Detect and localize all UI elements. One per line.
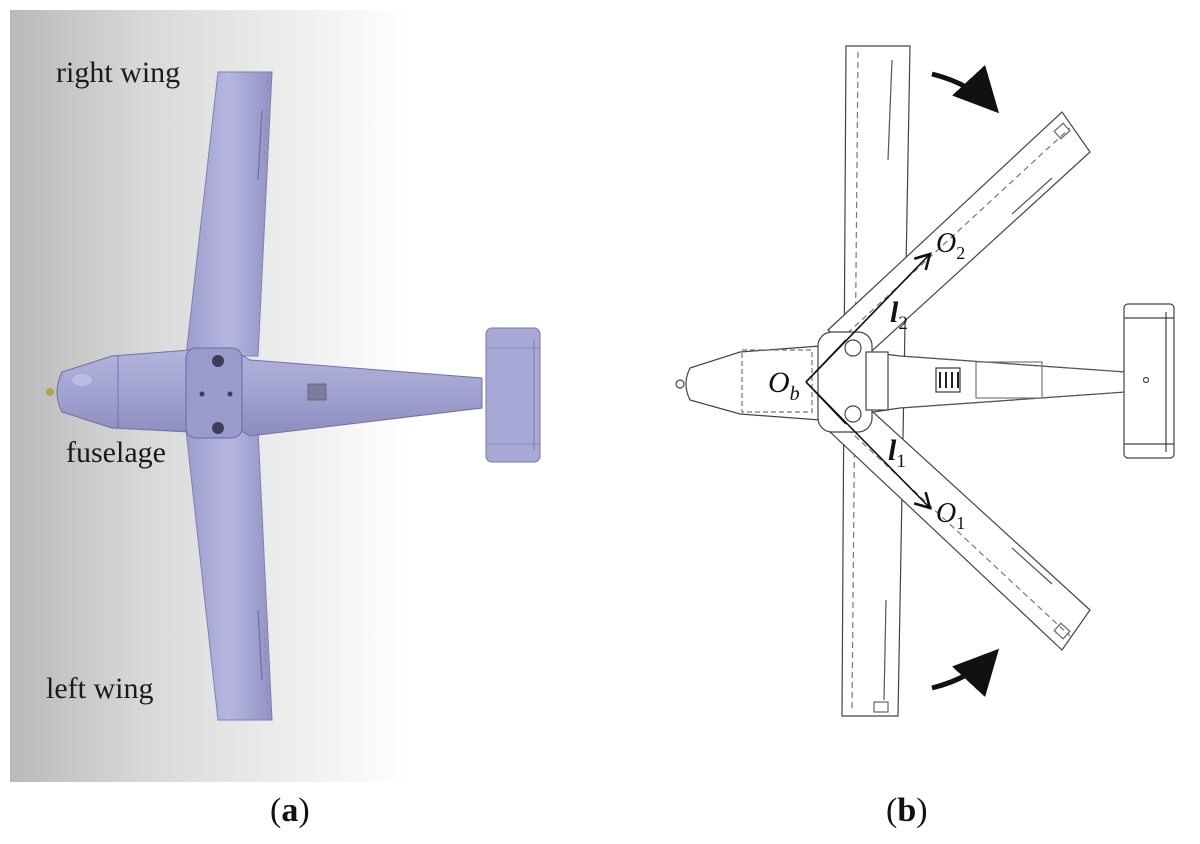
fuselage-label: fuselage bbox=[66, 436, 166, 469]
caption-letter: a bbox=[281, 792, 299, 829]
caption-paren-close: ) bbox=[298, 792, 310, 829]
tail-shape bbox=[485, 327, 541, 463]
panel-a: right wing fuselage left wing bbox=[10, 10, 541, 782]
caption-letter: b bbox=[897, 792, 917, 829]
panel-b: Ob O2 O1 l2 l1 bbox=[675, 45, 1175, 717]
panel-b-caption: (b) bbox=[886, 792, 928, 830]
caption-paren-close: ) bbox=[916, 792, 928, 829]
rotation-arrow-bottom-icon bbox=[931, 648, 1000, 698]
o2-label: O2 bbox=[936, 228, 965, 263]
rotation-arrow-top-icon bbox=[931, 64, 1000, 114]
caption-paren-open: ( bbox=[886, 792, 898, 829]
origin-lines bbox=[805, 339, 847, 425]
l1-label: l1 bbox=[888, 434, 906, 472]
origin-ob-label: Ob bbox=[768, 366, 800, 405]
o1-label: O1 bbox=[936, 498, 965, 533]
panel-a-caption: (a) bbox=[270, 792, 310, 830]
caption-paren-open: ( bbox=[270, 792, 282, 829]
fuselage-shape bbox=[46, 347, 483, 439]
l2-label: l2 bbox=[890, 296, 908, 334]
tail-outline bbox=[1123, 303, 1175, 459]
right-wing-label: right wing bbox=[56, 56, 180, 89]
right-wing-shape bbox=[185, 71, 273, 357]
left-wing-label: left wing bbox=[46, 672, 153, 705]
